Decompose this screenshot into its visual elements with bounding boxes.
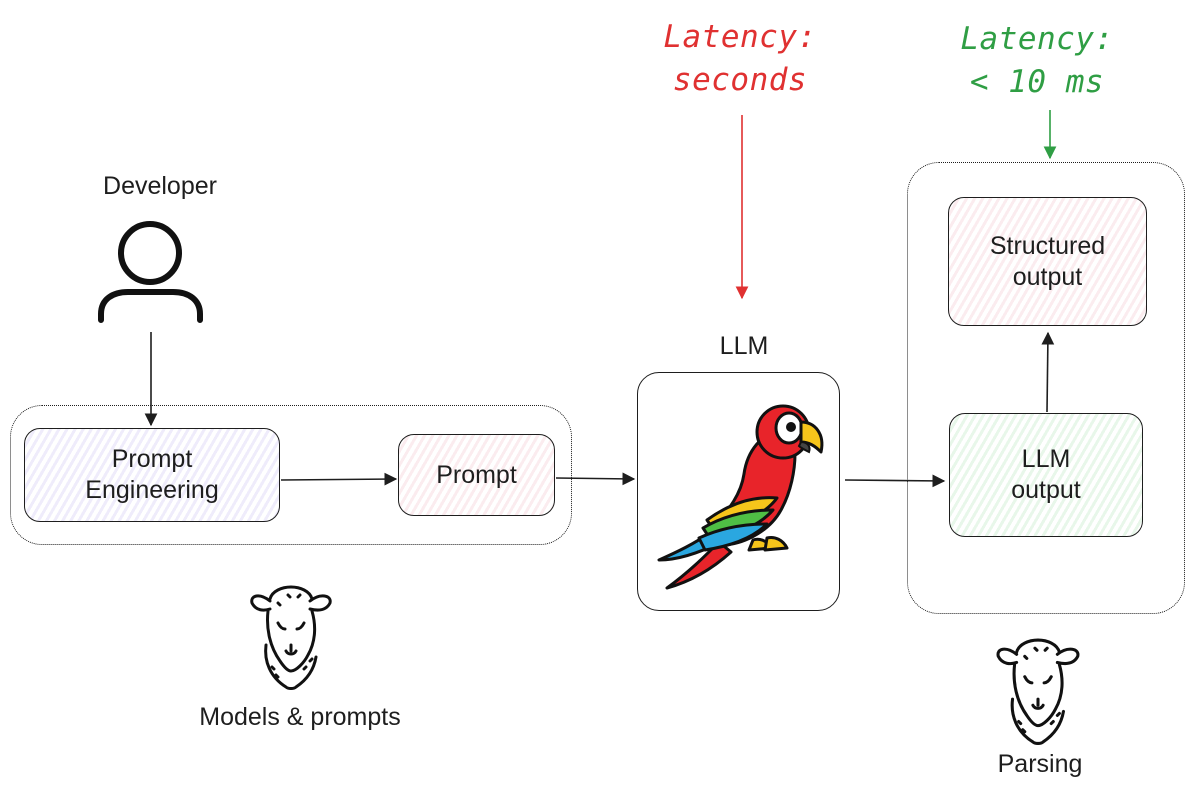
llm-output-label-line2: output xyxy=(1011,476,1081,504)
arrow-prompt-engineering-to-prompt xyxy=(280,472,398,486)
prompt-engineering-node: Prompt Engineering xyxy=(24,428,280,522)
structured-output-label-line1: Structured xyxy=(989,231,1106,260)
parsing-latency-annotation: Latency: < 10 ms xyxy=(937,18,1137,104)
parsing-latency-line2: < 10 ms xyxy=(969,64,1105,100)
arrow-llm-to-llm-output xyxy=(844,474,946,488)
structured-output-label-line2: output xyxy=(1012,262,1083,291)
developer-label: Developer xyxy=(103,172,217,200)
arrow-prompt-to-llm xyxy=(555,472,636,486)
parrot-icon xyxy=(657,404,823,589)
prompt-engineering-label-line1: Prompt xyxy=(111,445,193,473)
person-icon xyxy=(98,221,203,323)
prompt-label: Prompt xyxy=(436,460,517,489)
llm-latency-annotation: Latency: seconds xyxy=(640,16,840,102)
llm-node xyxy=(637,372,840,611)
prompt-node: Prompt xyxy=(398,434,555,516)
models-prompts-group xyxy=(10,405,572,545)
structured-output-node: Structured output xyxy=(948,197,1147,326)
arrow-llm-output-to-structured-output xyxy=(1041,331,1055,413)
parsing-latency-line1: Latency: xyxy=(960,21,1114,57)
llm-label: LLM xyxy=(719,332,769,360)
lamb-icon xyxy=(250,585,332,690)
llm-output-label-line1: LLM xyxy=(1021,445,1071,473)
llm-latency-line1: Latency: xyxy=(663,19,817,55)
prompt-engineering-label-line2: Engineering xyxy=(85,476,219,504)
llm-latency-line2: seconds xyxy=(672,62,808,98)
models-prompts-label: Models & prompts xyxy=(199,703,401,731)
parsing-label: Parsing xyxy=(997,750,1083,778)
parsing-group xyxy=(907,162,1185,614)
llm-output-node: LLM output xyxy=(949,413,1143,537)
lamb-icon-parsing xyxy=(996,638,1080,745)
